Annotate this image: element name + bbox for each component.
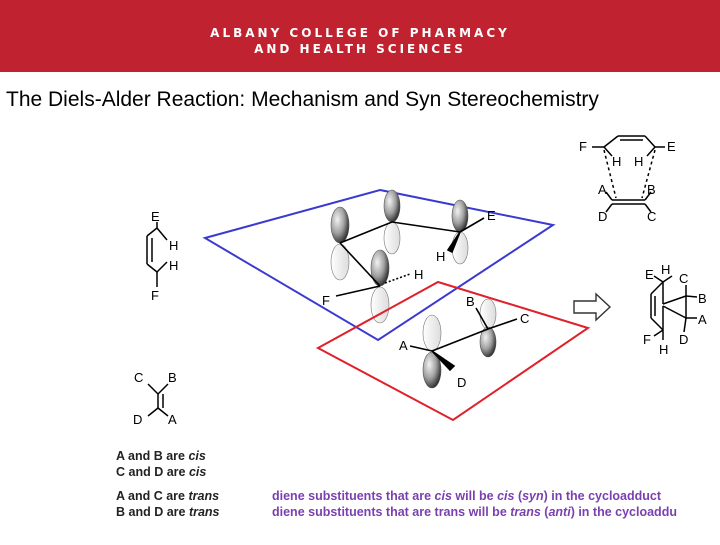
header-line-2: AND HEALTH SCIENCES <box>254 42 466 56</box>
note-trans-anti: diene substituents that are trans will b… <box>272 505 677 519</box>
product-structure <box>650 275 698 340</box>
dienophile-label-d: D <box>133 412 142 427</box>
transition-state <box>592 135 665 213</box>
diene-label-h1: H <box>169 238 178 253</box>
orbital-label-b: B <box>466 294 475 309</box>
page-title: The Diels-Alder Reaction: Mechanism and … <box>6 88 599 111</box>
orbital-label-e: E <box>487 208 496 223</box>
product-label-d: D <box>679 332 688 347</box>
ts-label-f: F <box>579 139 587 154</box>
product-label-f: F <box>643 332 651 347</box>
rule-ab-cis: A and B are cis <box>116 449 206 463</box>
product-label-b: B <box>698 291 707 306</box>
ts-label-e: E <box>667 139 676 154</box>
diene-bonds <box>335 217 485 297</box>
orbital-label-d: D <box>457 375 466 390</box>
orbital-label-f: F <box>322 293 330 308</box>
ts-label-h1: H <box>612 154 621 169</box>
product-label-h-bot: H <box>659 342 668 357</box>
diene-label-e: E <box>151 209 160 224</box>
ts-label-d: D <box>598 209 607 224</box>
rule-ac-trans: A and C are trans <box>116 489 220 503</box>
rule-bd-trans: B and D are trans <box>116 505 220 519</box>
orbital-label-c: C <box>520 311 529 326</box>
dienophile-plane <box>315 280 591 422</box>
diene-label-h2: H <box>169 258 178 273</box>
product-label-h-top: H <box>661 262 670 277</box>
ts-label-b: B <box>647 182 656 197</box>
rule-cd-cis: C and D are cis <box>116 465 207 479</box>
dienophile-label-a: A <box>168 412 177 427</box>
orbital-label-a: A <box>399 338 408 353</box>
diene-structure <box>146 222 168 287</box>
orbital-label-h-mid: H <box>414 267 423 282</box>
diene-plane <box>202 188 556 342</box>
header-banner: ALBANY COLLEGE OF PHARMACY AND HEALTH SC… <box>0 0 720 72</box>
dienophile-structure <box>147 383 169 417</box>
header-line-1: ALBANY COLLEGE OF PHARMACY <box>210 26 510 40</box>
dienophile-label-c: C <box>134 370 143 385</box>
orbital-label-h-top: H <box>436 249 445 264</box>
reaction-arrow-icon <box>573 292 612 322</box>
dienophile-bonds <box>409 307 518 372</box>
product-label-a: A <box>698 312 707 327</box>
product-label-c: C <box>679 271 688 286</box>
product-label-e: E <box>645 267 654 282</box>
ts-label-c: C <box>647 209 656 224</box>
dienophile-label-b: B <box>168 370 177 385</box>
ts-label-a: A <box>598 182 607 197</box>
note-cis-syn: diene substituents that are cis will be … <box>272 489 662 503</box>
diene-label-f: F <box>151 288 159 303</box>
ts-label-h2: H <box>634 154 643 169</box>
